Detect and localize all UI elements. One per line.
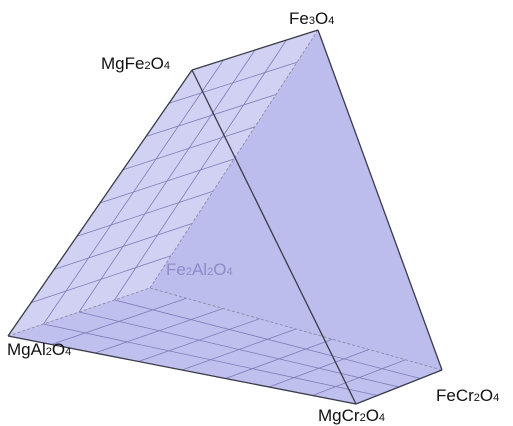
label-mgal2o4: MgAl2O4 [7, 340, 71, 359]
visible-edges [7, 29, 443, 405]
hidden-edges [7, 29, 443, 371]
grid-line [181, 328, 297, 371]
edge-mgfe2o4-mgal2o4 [7, 69, 193, 337]
grid-line [312, 359, 406, 396]
grid-line [138, 318, 260, 362]
grid-line [114, 39, 287, 301]
face-mgfe-mgcr-fecr [192, 30, 442, 404]
label-fe2al2o4: Fe2Al2O4 [166, 260, 233, 279]
hidden-edge-fe3o4-fe2al2o4 [149, 29, 319, 289]
grid-bottom-face [43, 297, 421, 396]
grid-left-face [30, 39, 298, 325]
grid-line [268, 349, 370, 388]
label-fe3o4: Fe3O4 [289, 9, 334, 28]
prism-faces [8, 30, 442, 404]
label-mgcr2o4: MgCr2O4 [318, 406, 385, 425]
label-mgfe2o4: MgFe2O4 [101, 54, 170, 73]
edge-fe3o4-fecr2o4 [317, 29, 443, 371]
grid-line [94, 308, 224, 354]
grid-line [78, 49, 256, 313]
grid-line [51, 297, 187, 345]
grid-line [43, 59, 224, 325]
label-fecr2o4: FeCr2O4 [436, 386, 499, 405]
edge-mgcr2o4-fecr2o4 [355, 369, 443, 405]
edge-mgal2o4-mgcr2o4 [7, 335, 357, 405]
edge-mgfe2o4-mgcr2o4 [191, 69, 357, 405]
edge-mgfe2o4-fe3o4 [191, 29, 319, 71]
hidden-edge-fe2al2o4-fecr2o4 [149, 287, 443, 371]
vertex-labels: Fe3O4 MgFe2O4 Fe2Al2O4 MgAl2O4 MgCr2O4 F… [7, 9, 499, 425]
grid-line [225, 338, 333, 379]
